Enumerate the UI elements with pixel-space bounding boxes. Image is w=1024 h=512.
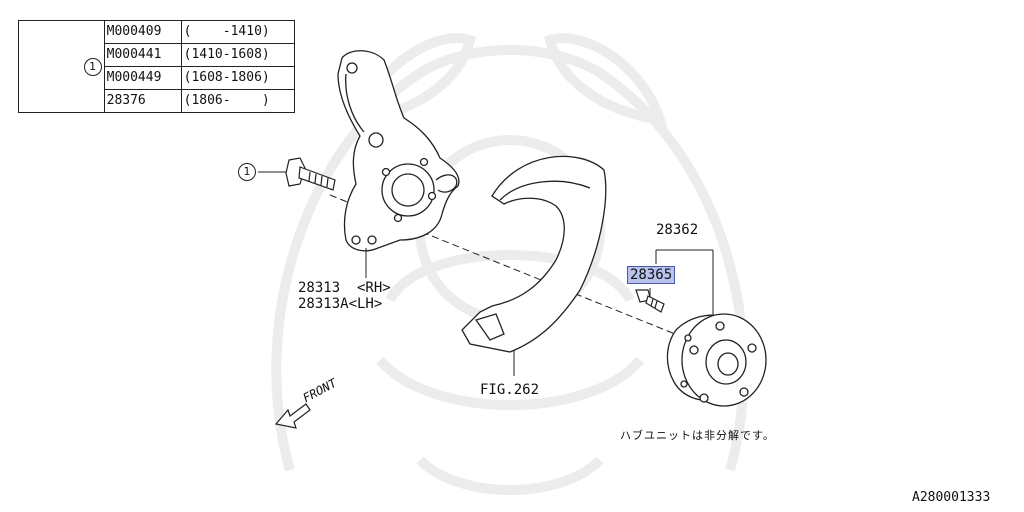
table-cell-range: (1410-1608) bbox=[180, 43, 295, 67]
hub-bolt bbox=[635, 289, 665, 313]
diagram-code: A280001333 bbox=[912, 490, 991, 505]
table-cell-part: M000441 bbox=[103, 43, 182, 67]
table-cell-part: M000449 bbox=[103, 66, 182, 90]
steering-knuckle bbox=[337, 50, 460, 252]
assembly-centerline bbox=[329, 194, 691, 341]
bolt-marker: 1 bbox=[238, 163, 256, 181]
knuckle-rh-label[interactable]: 28313 <RH> bbox=[298, 280, 391, 296]
table-row: 1 M000409 ( -1410) bbox=[18, 20, 295, 113]
table-marker-cell: 1 bbox=[18, 20, 105, 113]
table-cell-range: (1806- ) bbox=[180, 89, 295, 113]
reference-table: 1 M000409 ( -1410) M000441 (1410-1608) M… bbox=[18, 20, 295, 113]
table-cell-range: (1608-1806) bbox=[180, 66, 295, 90]
hub-nondisassembly-note: ハブユニットは非分解です。 bbox=[620, 429, 775, 442]
front-arrow-icon bbox=[274, 403, 311, 429]
table-marker: 1 bbox=[83, 57, 102, 76]
dust-cover-fig-label[interactable]: FIG.262 bbox=[480, 382, 540, 398]
table-cell-range: ( -1410) bbox=[180, 20, 295, 44]
hub-assembly-label[interactable]: 28362 bbox=[656, 222, 699, 238]
knuckle-lh-label[interactable]: 28313A<LH> bbox=[298, 296, 383, 312]
knuckle-bolt bbox=[285, 157, 336, 191]
table-row: M000449 (1608-1806) bbox=[19, 66, 295, 90]
hub-bolt-label-highlighted[interactable]: 28365 bbox=[627, 266, 676, 284]
table-cell-part: M000409 bbox=[103, 20, 182, 44]
hub-unit bbox=[666, 313, 767, 407]
table-cell-part: 28376 bbox=[103, 89, 182, 113]
table-row: 28376 (1806- ) bbox=[19, 89, 295, 113]
brake-dust-cover bbox=[461, 155, 607, 353]
